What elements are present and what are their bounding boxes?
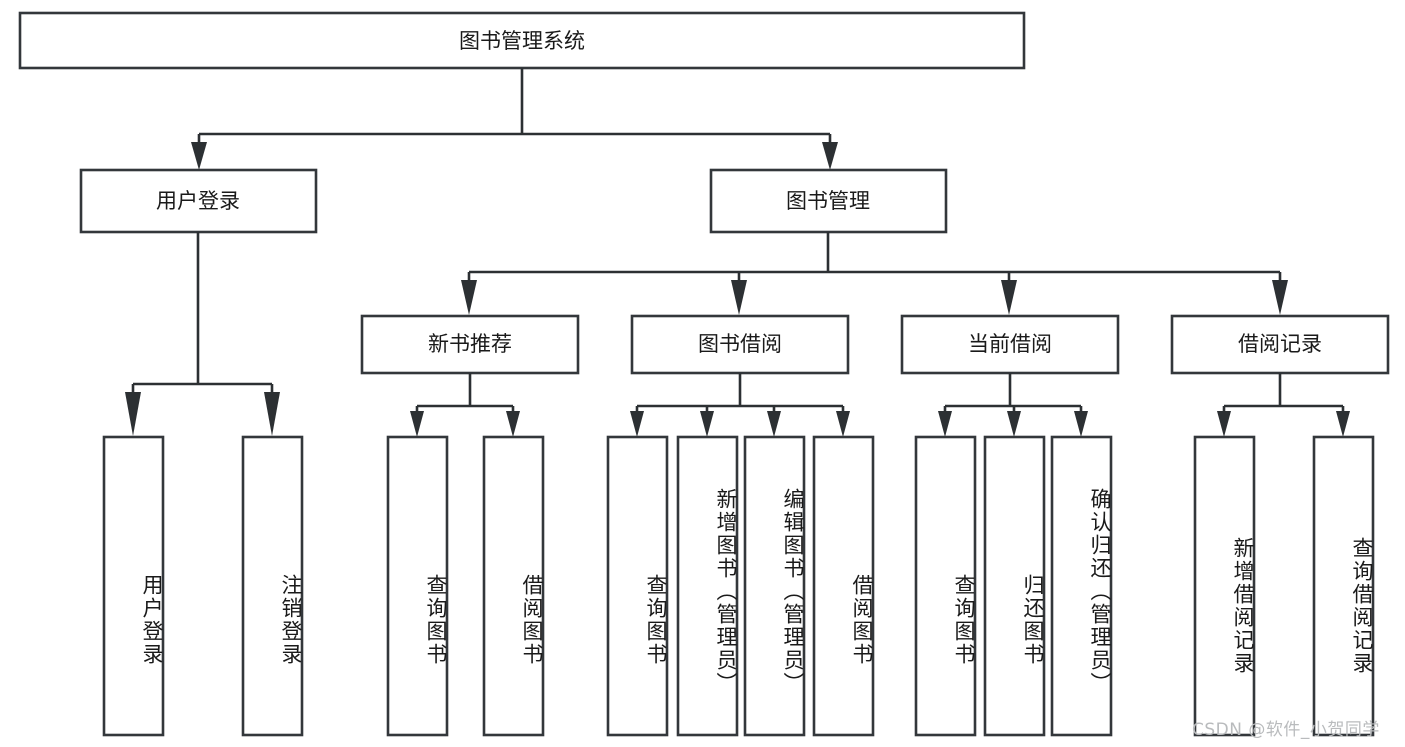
node-box-leaf-confirm-return[interactable] [1050, 435, 1113, 737]
connector-new-book-recommend-to-leaves [410, 373, 520, 437]
node-box-leaf-edit-book[interactable] [743, 435, 806, 737]
node-label-book-borrow: 图书借阅 [698, 332, 782, 356]
connector-current-borrow-to-leaves [938, 373, 1088, 437]
connector-root-to-level2 [191, 68, 838, 170]
node-box-leaf-query-record[interactable] [1312, 435, 1375, 737]
node-box-user-login[interactable] [79, 168, 318, 234]
arrow-head-icon [125, 392, 141, 436]
connector-borrow-record-to-leaves [1217, 373, 1350, 437]
connector-book-manage-to-level3 [461, 232, 1288, 315]
node-box-leaf-return-book[interactable] [983, 435, 1046, 737]
node-box-leaf-query-book-3[interactable] [914, 435, 977, 737]
node-box-leaf-query-book-1[interactable] [386, 435, 449, 737]
node-box-root[interactable] [18, 11, 1026, 70]
node-box-new-book-recommend[interactable] [360, 314, 580, 375]
connector-user-login-to-leaves [125, 232, 280, 436]
arrow-head-icon [938, 411, 952, 437]
node-box-current-borrow[interactable] [900, 314, 1120, 375]
arrow-head-icon [1217, 411, 1231, 437]
arrow-head-icon [767, 411, 781, 437]
arrow-head-icon [822, 142, 838, 170]
node-box-leaf-add-record[interactable] [1193, 435, 1256, 737]
arrow-head-icon [461, 280, 477, 315]
arrow-head-icon [1001, 280, 1017, 315]
node-box-leaf-add-book[interactable] [676, 435, 739, 737]
arrow-head-icon [1336, 411, 1350, 437]
node-box-leaf-query-book-2[interactable] [606, 435, 669, 737]
arrow-head-icon [264, 392, 280, 436]
node-label-borrow-record: 借阅记录 [1238, 332, 1322, 356]
arrow-head-icon [700, 411, 714, 437]
node-label-user-login: 用户登录 [156, 189, 240, 213]
node-label-root: 图书管理系统 [459, 29, 585, 53]
node-label-book-manage: 图书管理 [786, 189, 870, 213]
arrow-head-icon [1074, 411, 1088, 437]
csdn-watermark: CSDN @软件_小贺同学 [1192, 720, 1380, 740]
arrow-head-icon [506, 411, 520, 437]
arrow-head-icon [630, 411, 644, 437]
node-box-leaf-logout[interactable] [241, 435, 304, 737]
node-box-leaf-borrow-book-2[interactable] [812, 435, 875, 737]
node-label-new-book-recommend: 新书推荐 [428, 332, 512, 356]
arrow-head-icon [410, 411, 424, 437]
node-label-current-borrow: 当前借阅 [968, 332, 1052, 356]
arrow-head-icon [836, 411, 850, 437]
node-box-leaf-user-login[interactable] [102, 435, 165, 737]
connector-book-borrow-to-leaves [630, 373, 850, 437]
arrow-head-icon [1007, 411, 1021, 437]
arrow-head-icon [731, 280, 747, 315]
node-box-leaf-borrow-book-1[interactable] [482, 435, 545, 737]
arrow-head-icon [1272, 280, 1288, 315]
arrow-head-icon [191, 142, 207, 170]
